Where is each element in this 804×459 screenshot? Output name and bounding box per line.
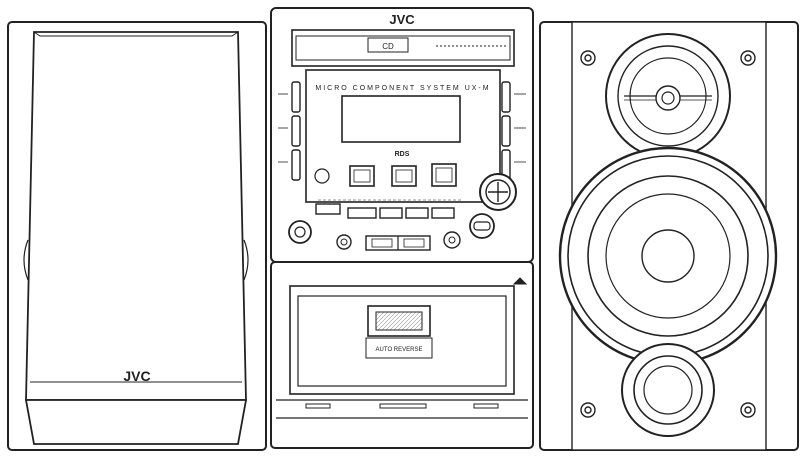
display-screen	[341, 95, 461, 143]
main-unit-logo: JVC	[389, 12, 415, 27]
cd-tray-label: CD	[382, 42, 394, 51]
function-button-2[interactable]	[347, 207, 377, 219]
cassette-label: AUTO REVERSE	[376, 347, 423, 353]
tweeter	[605, 33, 731, 159]
cassette-label-plate	[365, 337, 433, 359]
left-speaker-logo: JVC	[123, 368, 150, 384]
multi-control-knob[interactable]	[469, 213, 495, 239]
cd-disc-window	[367, 37, 409, 53]
right-speaker	[539, 21, 799, 451]
function-button-1[interactable]	[315, 203, 341, 215]
tape-button-forward[interactable]	[403, 238, 425, 248]
left-side-buttons	[278, 81, 301, 181]
right-small-jack[interactable]	[443, 231, 461, 249]
function-button-row	[315, 199, 462, 219]
tape-control-buttons	[365, 235, 431, 251]
source-buttons	[349, 163, 457, 187]
function-button-5[interactable]	[431, 207, 455, 219]
volume-knob[interactable]	[479, 173, 517, 211]
left-small-jack[interactable]	[336, 234, 352, 250]
function-button-4[interactable]	[405, 207, 429, 219]
tape-button-rewind[interactable]	[371, 238, 393, 248]
left-speaker-base	[24, 399, 248, 445]
side-button-2[interactable]	[291, 115, 301, 147]
left-speaker: JVC	[7, 21, 267, 451]
standby-indicator	[314, 168, 330, 184]
phones-jack[interactable]	[288, 220, 312, 244]
left-speaker-grille	[25, 31, 247, 401]
side-button-1[interactable]	[291, 81, 301, 113]
side-button-5[interactable]	[501, 115, 511, 147]
function-button-3[interactable]	[379, 207, 403, 219]
side-button-3[interactable]	[291, 149, 301, 181]
woofer	[558, 146, 778, 366]
speaker-screw	[580, 50, 756, 418]
rds-label: RDS	[395, 151, 410, 158]
model-label: MICRO COMPONENT SYSTEM UX-M	[315, 85, 490, 92]
side-button-4[interactable]	[501, 81, 511, 113]
bass-reflex-port	[621, 343, 715, 437]
main-unit: JVC CD MICRO COMPONENT SYSTEM UX-M RDS	[270, 7, 534, 449]
